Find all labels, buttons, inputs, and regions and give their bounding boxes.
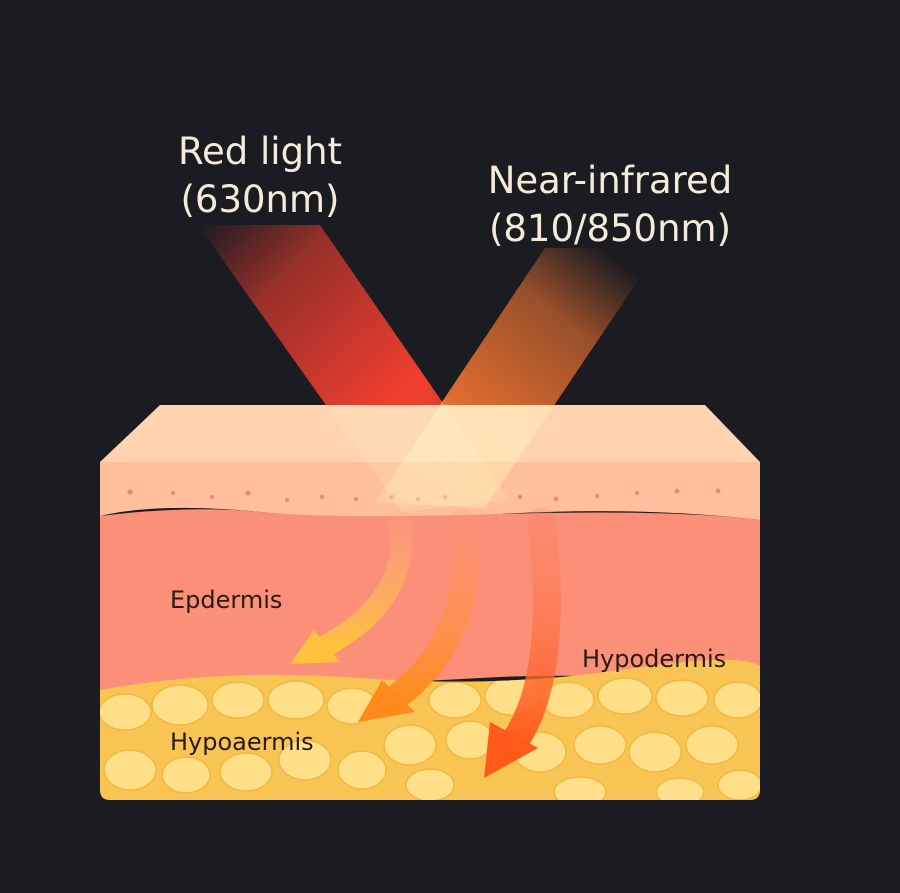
red-light-label: Red light (630nm) <box>150 128 370 224</box>
epidermis-label: Epdermis <box>170 586 283 614</box>
arrow-deep-head <box>484 722 538 778</box>
fat-cells <box>100 676 760 800</box>
near-infrared-title: Near-infrared <box>487 159 733 202</box>
penetration-arrows <box>290 508 561 778</box>
hypodermis-right-label: Hypodermis <box>582 645 727 673</box>
near-infrared-beam <box>375 248 660 508</box>
arrow-shallow-head <box>290 630 340 664</box>
near-infrared-wavelength: (810/850nm) <box>488 207 732 250</box>
red-light-title: Red light <box>177 130 343 173</box>
arrow-shallow <box>311 511 413 659</box>
red-light-wavelength: (630nm) <box>180 178 340 221</box>
hypodermis-left-label: Hypoaermis <box>170 728 314 756</box>
near-infrared-label: Near-infrared (810/850nm) <box>460 157 760 253</box>
arrow-deep <box>498 508 561 759</box>
epidermis-layer <box>100 509 760 690</box>
skin-block <box>100 405 760 800</box>
arrow-mid-head <box>358 680 415 722</box>
arrow-mid <box>379 509 478 713</box>
